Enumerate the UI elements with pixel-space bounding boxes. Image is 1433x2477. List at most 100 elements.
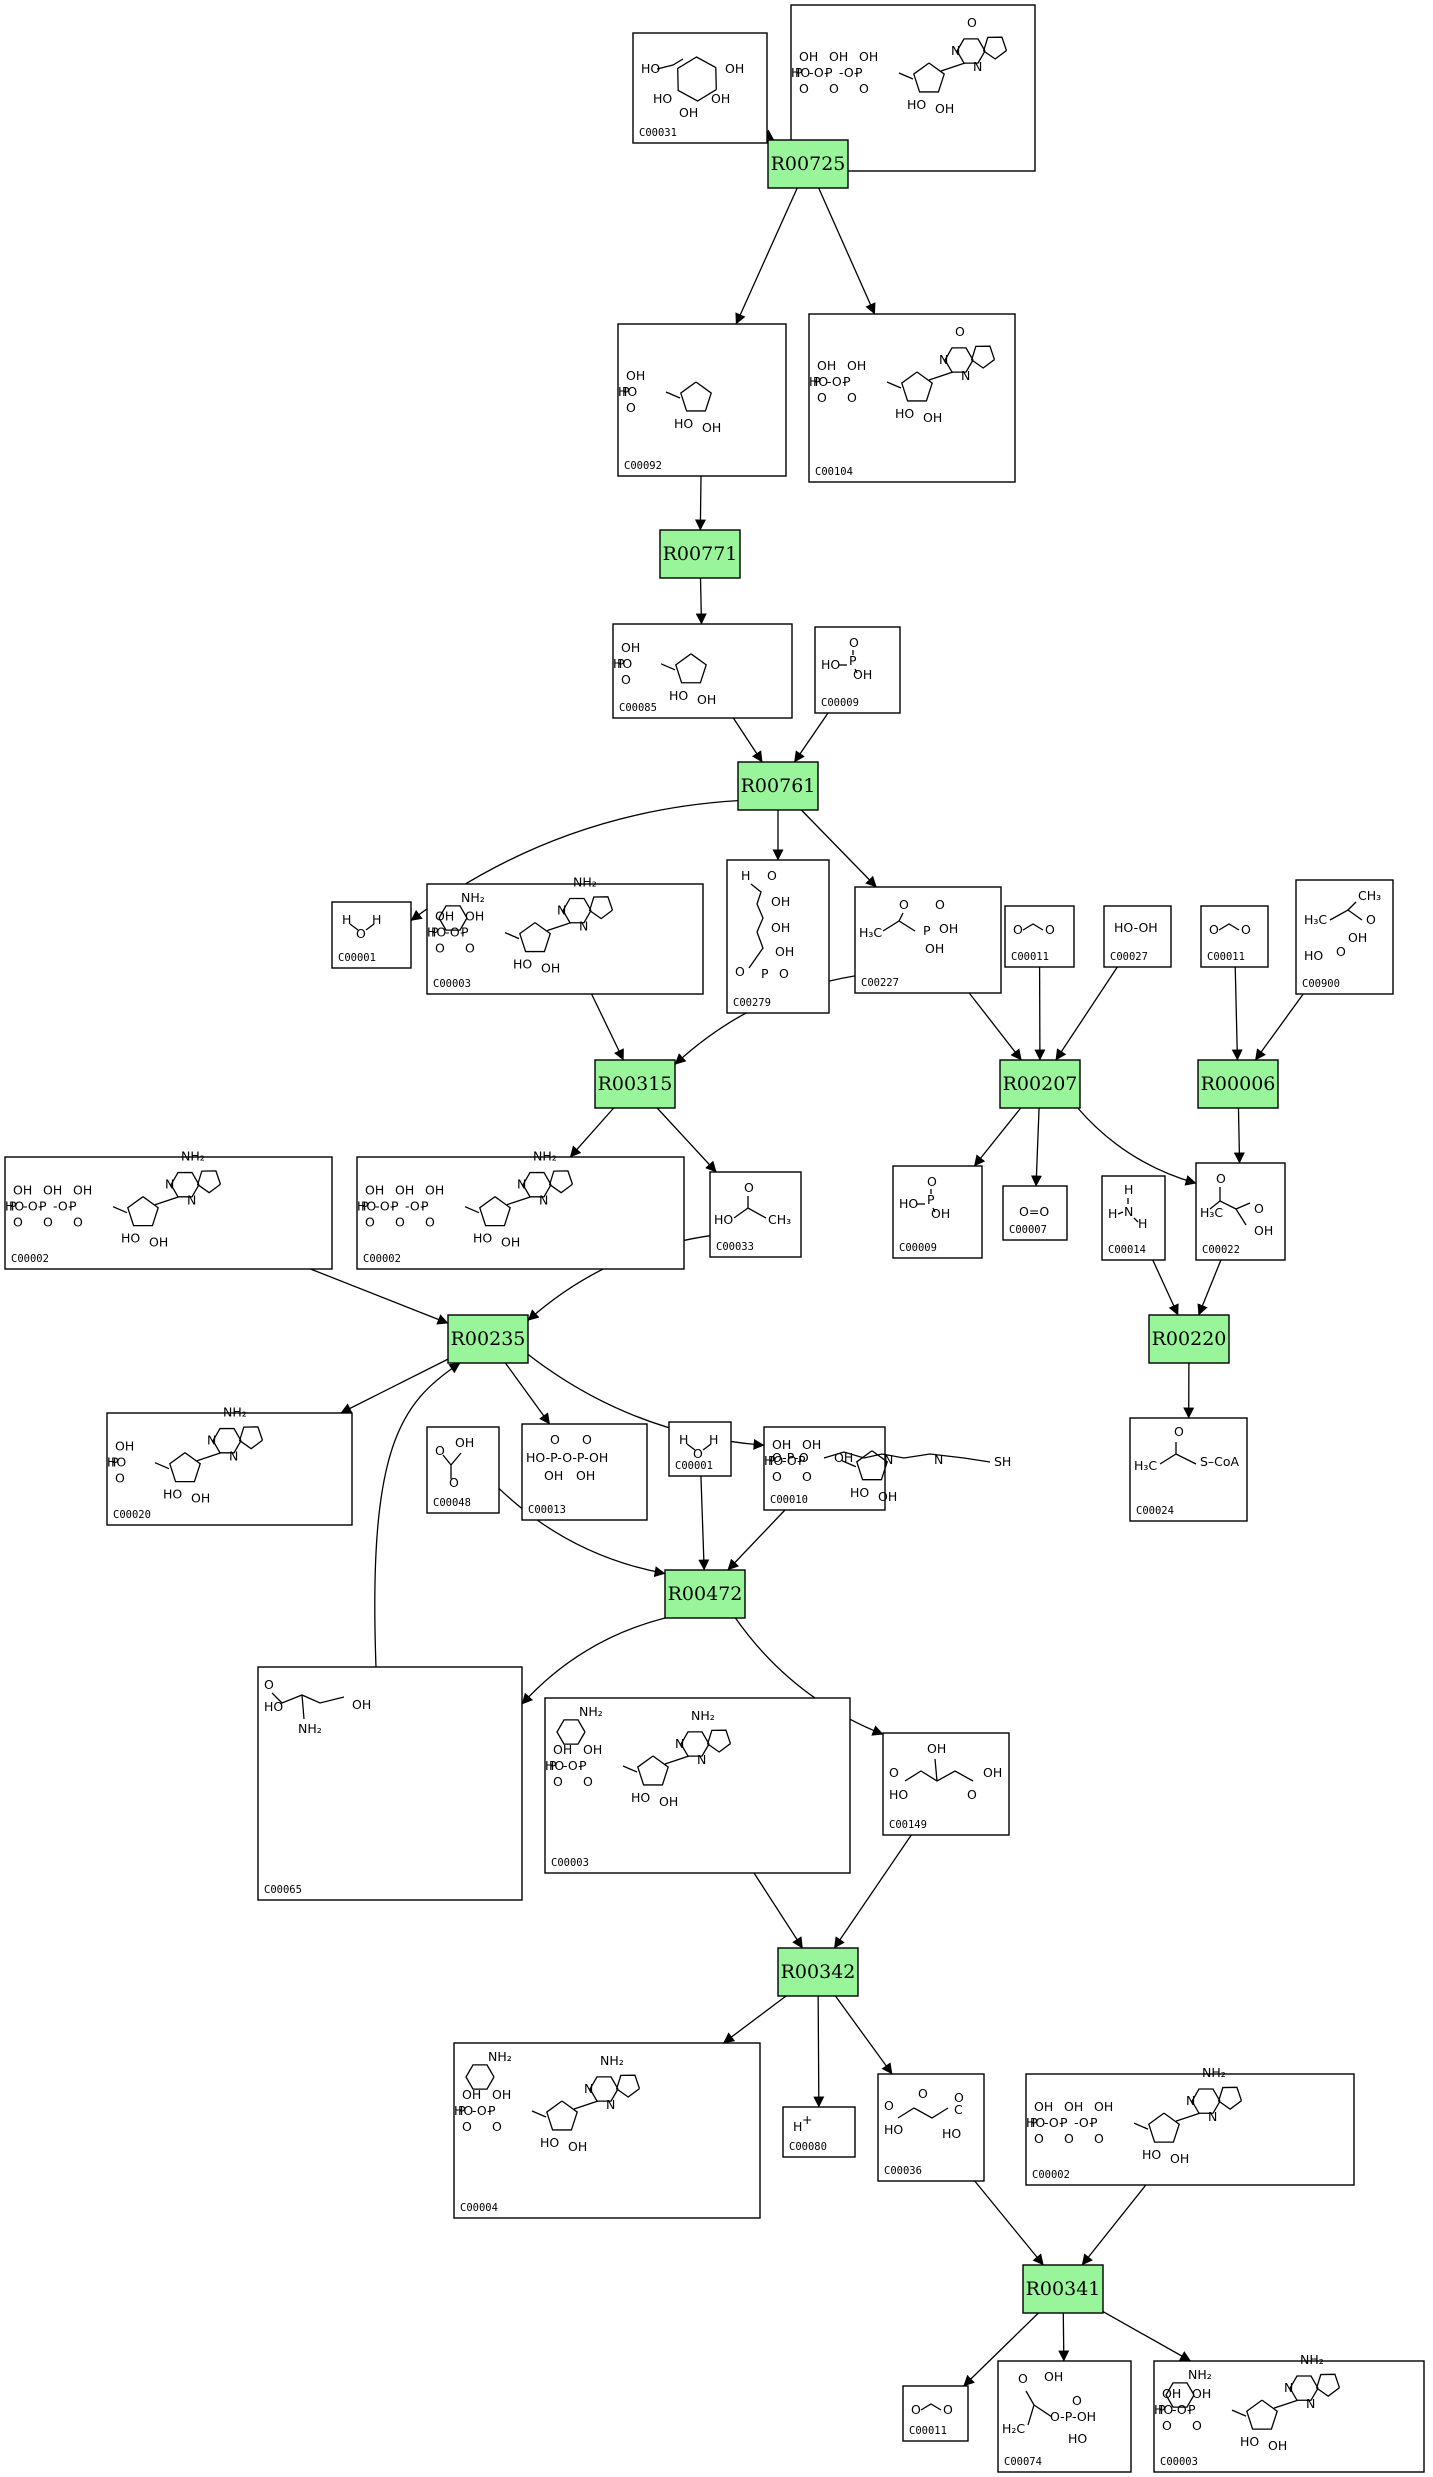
reaction-R00235[interactable]: R00235 xyxy=(447,1314,529,1364)
svg-text:HO: HO xyxy=(669,688,688,703)
svg-text:OH: OH xyxy=(1170,2151,1189,2166)
svg-text:N: N xyxy=(1208,2109,1217,2124)
svg-text:P: P xyxy=(431,925,439,940)
edge xyxy=(762,129,775,141)
reaction-R00341[interactable]: R00341 xyxy=(1022,2264,1104,2314)
compound-C00080[interactable]: H+C00080 xyxy=(782,2106,856,2158)
svg-text:HO-P-O-P-OH: HO-P-O-P-OH xyxy=(526,1450,608,1465)
svg-text:O: O xyxy=(465,941,475,956)
svg-text:O: O xyxy=(849,635,859,650)
svg-text:N: N xyxy=(1284,2380,1293,2395)
svg-text:OH: OH xyxy=(771,920,790,935)
svg-text:NH₂: NH₂ xyxy=(1188,2367,1212,2382)
reaction-R00006[interactable]: R00006 xyxy=(1197,1059,1279,1109)
svg-text:HO: HO xyxy=(1240,2434,1259,2449)
svg-text:NH₂: NH₂ xyxy=(579,1704,603,1719)
svg-text:+: + xyxy=(802,2112,812,2127)
svg-text:O: O xyxy=(73,1215,83,1230)
svg-text:O: O xyxy=(550,1432,560,1447)
svg-text:HO: HO xyxy=(121,1231,140,1246)
svg-text:P: P xyxy=(843,374,851,389)
svg-text:H₃C: H₃C xyxy=(1200,1205,1223,1220)
svg-text:OH: OH xyxy=(859,49,878,64)
svg-text:H: H xyxy=(1108,1206,1117,1221)
reaction-R00472[interactable]: R00472 xyxy=(664,1569,746,1619)
reaction-R00725[interactable]: R00725 xyxy=(767,139,849,189)
edge xyxy=(590,993,624,1061)
svg-text:OH: OH xyxy=(435,909,454,924)
svg-text:P: P xyxy=(579,1758,587,1773)
svg-text:O: O xyxy=(1254,1201,1264,1216)
svg-text:HO: HO xyxy=(264,1699,283,1714)
svg-text:O: O xyxy=(744,1180,754,1195)
svg-text:OH: OH xyxy=(659,1794,678,1809)
svg-text:HO: HO xyxy=(545,1758,564,1773)
reaction-R00207[interactable]: R00207 xyxy=(999,1059,1081,1109)
svg-text:O: O xyxy=(779,966,789,981)
svg-text:-O-: -O- xyxy=(1074,2115,1094,2130)
reaction-R00771[interactable]: R00771 xyxy=(659,529,741,579)
svg-text:O: O xyxy=(817,390,827,405)
reaction-R00342[interactable]: R00342 xyxy=(777,1947,859,1997)
svg-text:O: O xyxy=(955,324,965,339)
svg-text:O: O xyxy=(954,2090,964,2105)
svg-text:NH₂: NH₂ xyxy=(600,2053,624,2068)
edge xyxy=(695,577,707,625)
svg-text:OH: OH xyxy=(425,1183,444,1198)
svg-text:O: O xyxy=(626,400,636,415)
reaction-R00315[interactable]: R00315 xyxy=(594,1059,676,1109)
reaction-id-label: R00315 xyxy=(598,1073,673,1095)
reaction-R00761[interactable]: R00761 xyxy=(737,761,819,811)
edge xyxy=(340,1358,449,1414)
compound-id-label: C00011 xyxy=(909,2425,947,2437)
svg-text:NH₂: NH₂ xyxy=(573,875,597,890)
svg-text:S–CoA: S–CoA xyxy=(1200,1454,1240,1469)
svg-text:-O-: -O- xyxy=(23,1199,43,1214)
svg-text:N: N xyxy=(697,1752,706,1767)
svg-text:N: N xyxy=(939,352,948,367)
svg-text:HO: HO xyxy=(107,1455,126,1470)
edge xyxy=(793,712,829,763)
svg-text:P: P xyxy=(1188,2402,1196,2417)
compound-id-label: C00003 xyxy=(433,978,471,990)
reaction-R00220[interactable]: R00220 xyxy=(1148,1314,1230,1364)
